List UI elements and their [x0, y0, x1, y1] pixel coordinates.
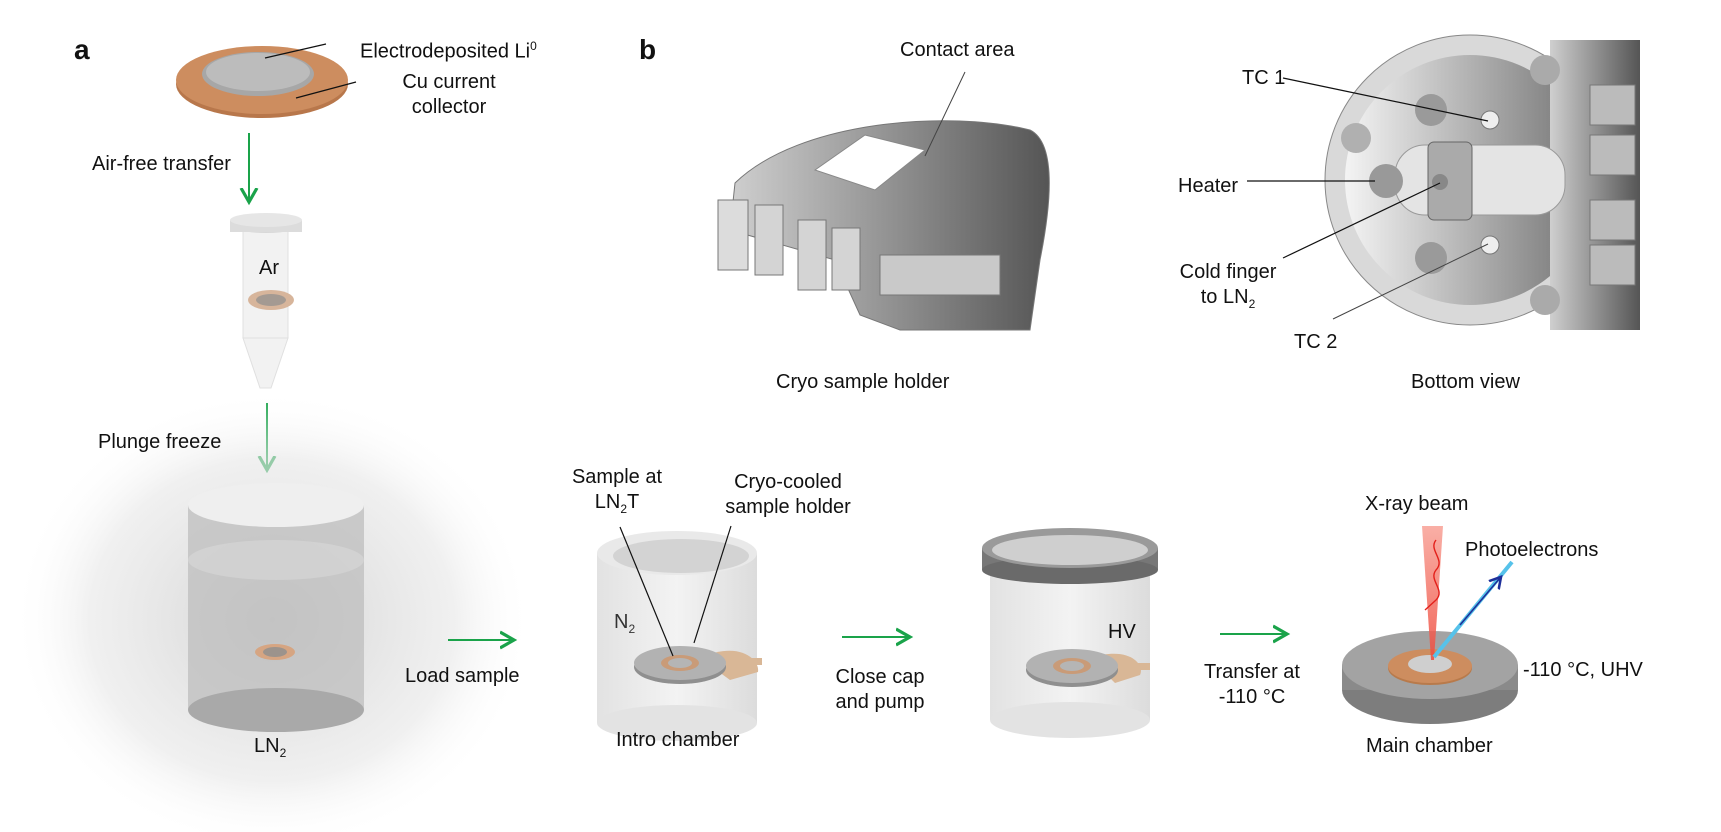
- x-ray-wave-icon: [1424, 539, 1440, 611]
- ar-vial: [230, 213, 302, 389]
- caption-intro-chamber: Intro chamber: [616, 729, 740, 751]
- label-ln2: LN2: [254, 735, 287, 760]
- label-n2: N2: [614, 611, 636, 636]
- label-electrodeposited-li: Electrodeposited Li0: [360, 39, 537, 63]
- label-conditions: -110 °C, UHV: [1523, 659, 1643, 681]
- leader-line: [693, 525, 732, 644]
- label-load-sample: Load sample: [405, 665, 520, 687]
- leader-line: [619, 526, 674, 657]
- ln2-dewar: [12, 390, 532, 832]
- caption-cryo-sample-holder: Cryo sample holder: [776, 371, 950, 393]
- label-hv: HV: [1108, 621, 1136, 643]
- leader-line: [1282, 77, 1489, 122]
- leader-line: [264, 43, 327, 59]
- leader-line: [1282, 182, 1441, 259]
- label-air-free-transfer: Air-free transfer: [92, 153, 231, 175]
- cryo-sample-holder: [717, 120, 1050, 331]
- label-photoelectrons: Photoelectrons: [1465, 539, 1599, 561]
- label-heater: Heater: [1178, 175, 1239, 197]
- label-ar: Ar: [259, 257, 279, 279]
- bottom-view: [1324, 34, 1640, 330]
- leader-line: [295, 81, 357, 99]
- intro-chamber: [597, 531, 762, 741]
- label-tc2: TC 2: [1294, 331, 1338, 353]
- label-plunge-freeze: Plunge freeze: [98, 431, 222, 453]
- main-chamber-stage: [1342, 631, 1518, 724]
- label-x-ray-beam: X-ray beam: [1365, 493, 1469, 515]
- hv-chamber: [982, 528, 1158, 738]
- caption-bottom-view: Bottom view: [1411, 371, 1520, 393]
- label-transfer: Transfer at-110 °C: [1204, 661, 1300, 708]
- photoelectron-arrow-icon: [1459, 578, 1500, 626]
- panel-label-b: b: [639, 34, 657, 65]
- li-disc: [176, 46, 348, 118]
- caption-main-chamber: Main chamber: [1366, 735, 1493, 757]
- label-tc1: TC 1: [1242, 67, 1286, 89]
- leader-line: [924, 71, 966, 157]
- label-contact-area: Contact area: [900, 39, 1015, 61]
- panel-label-a: a: [74, 34, 90, 65]
- leader-line: [1332, 243, 1489, 320]
